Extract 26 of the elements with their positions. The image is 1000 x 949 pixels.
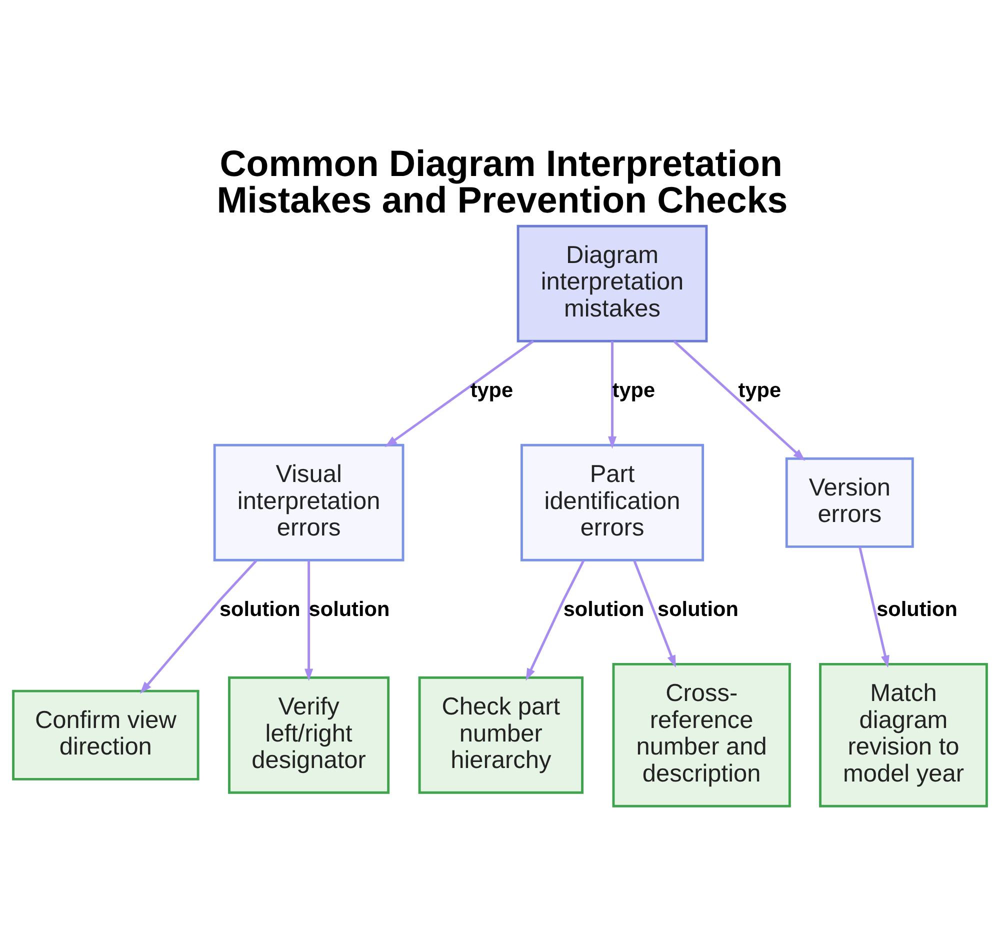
arrow <box>304 560 314 681</box>
arrow <box>608 341 617 449</box>
node-box: Check part number hierarchy <box>418 676 584 794</box>
node-box: Part identification errors <box>520 444 704 562</box>
arrow <box>384 340 534 448</box>
arrow <box>858 546 890 668</box>
arrow <box>140 560 258 694</box>
edge-label: solution <box>219 598 300 621</box>
node-box: Version errors <box>785 457 914 548</box>
node-box: Cross-reference number and description <box>612 662 791 808</box>
node-box: Match diagram revision to model year <box>819 662 988 808</box>
edge-label: solution <box>308 598 390 621</box>
node-box: Visual interpretation errors <box>213 444 404 562</box>
diagram-title: Common Diagram Interpretation Mistakes and Prevention Checks <box>216 142 788 221</box>
node-box: Confirm view direction <box>12 690 200 780</box>
edge-label: type <box>738 378 782 402</box>
edge-label: solution <box>563 598 644 621</box>
edge-label: type <box>612 378 656 402</box>
node-box: Verify left/right designator <box>228 676 390 794</box>
arrow <box>633 560 676 668</box>
edge-label: type <box>470 378 514 402</box>
node-box: Diagram interpretation mistakes <box>516 224 708 342</box>
edge-label: solution <box>876 598 958 621</box>
arrow <box>673 340 806 461</box>
edge-label: solution <box>658 598 738 621</box>
arrow <box>526 560 585 681</box>
